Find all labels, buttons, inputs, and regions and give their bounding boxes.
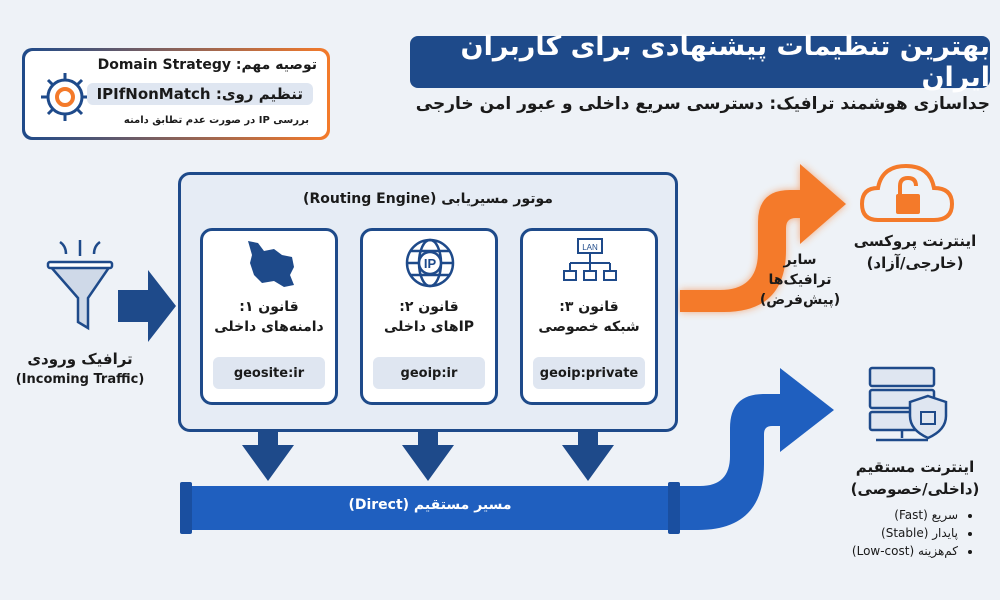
rule-desc: دامنه‌های داخلی bbox=[214, 319, 324, 335]
proxy-title: اینترنت پروکسی bbox=[853, 232, 977, 250]
lan-network-icon: LAN bbox=[563, 238, 617, 281]
funnel-icon bbox=[46, 240, 114, 331]
orange-proxy-arrow bbox=[680, 164, 846, 312]
benefit-item: پایدار (Stable) bbox=[852, 524, 958, 542]
incoming-arrow bbox=[118, 270, 176, 342]
rule-tag: geoip:private bbox=[533, 357, 645, 389]
direct-title: اینترنت مستقیم bbox=[855, 458, 975, 476]
rule-card-private: LAN قانون ۳: شبکه خصوصی geoip:private bbox=[520, 228, 658, 405]
svg-text:IP: IP bbox=[424, 256, 437, 271]
tip-setting-value: تنظیم روی: IPIfNonMatch bbox=[86, 83, 313, 105]
domain-strategy-tip-card: توصیه مهم: Domain Strategy تنظیم روی: IP… bbox=[22, 48, 330, 140]
routing-engine-title: موتور مسیریابی (Routing Engine) bbox=[303, 191, 553, 207]
proxy-sub: (خارجی/آزاد) bbox=[866, 254, 964, 272]
cloud-unlock-icon bbox=[859, 163, 955, 222]
other-line2: ترافیک‌ها bbox=[768, 272, 832, 288]
server-shield-icon bbox=[868, 366, 948, 442]
ip-globe-icon: IP bbox=[405, 238, 455, 288]
rule-tag: geosite:ir bbox=[213, 357, 325, 389]
other-line3: (پیش‌فرض) bbox=[759, 292, 841, 308]
routing-engine-box: موتور مسیریابی (Routing Engine) قانون ۱:… bbox=[178, 172, 678, 432]
rule-card-geosite: قانون ۱: دامنه‌های داخلی geosite:ir bbox=[200, 228, 338, 405]
other-traffic-label: سایر ترافیک‌ها (پیش‌فرض) bbox=[755, 250, 845, 310]
benefit-item: سریع (Fast) bbox=[852, 506, 958, 524]
rule-tag: geoip:ir bbox=[373, 357, 485, 389]
rule-desc: IPهای داخلی bbox=[383, 319, 475, 335]
incoming-label-en: (Incoming Traffic) bbox=[15, 372, 145, 387]
tip-heading: توصیه مهم: Domain Strategy bbox=[97, 57, 317, 73]
rule-title: قانون ۲: bbox=[399, 299, 459, 315]
direct-benefits-list: سریع (Fast) پایدار (Stable) کم‌هزینه (Lo… bbox=[852, 506, 958, 560]
gear-icon bbox=[41, 73, 89, 121]
rule-title: قانون ۱: bbox=[239, 299, 299, 315]
iran-map-icon bbox=[248, 241, 294, 287]
benefit-item: کم‌هزینه (Low-cost) bbox=[852, 542, 958, 560]
rule-card-geoip: IP قانون ۲: IPهای داخلی geoip:ir bbox=[360, 228, 498, 405]
rule-desc: شبکه خصوصی bbox=[538, 319, 640, 335]
direct-pipe-label: مسیر مستقیم (Direct) bbox=[348, 497, 512, 513]
lan-icon-text: LAN bbox=[582, 243, 598, 252]
down-arrow bbox=[242, 405, 614, 481]
incoming-label: ترافیک ورودی bbox=[27, 350, 133, 368]
page-title: بهترین تنظیمات پیشنهادی برای کاربران ایر… bbox=[410, 31, 990, 93]
direct-sub: (داخلی/خصوصی) bbox=[850, 480, 980, 498]
tip-description: بررسی IP در صورت عدم تطابق دامنه bbox=[123, 115, 309, 126]
direct-pipe-arrow bbox=[180, 368, 834, 534]
other-line1: سایر bbox=[783, 252, 817, 268]
page-subtitle: جداسازی هوشمند ترافیک: دسترسی سریع داخلی… bbox=[415, 94, 990, 114]
rule-title: قانون ۳: bbox=[559, 299, 619, 315]
